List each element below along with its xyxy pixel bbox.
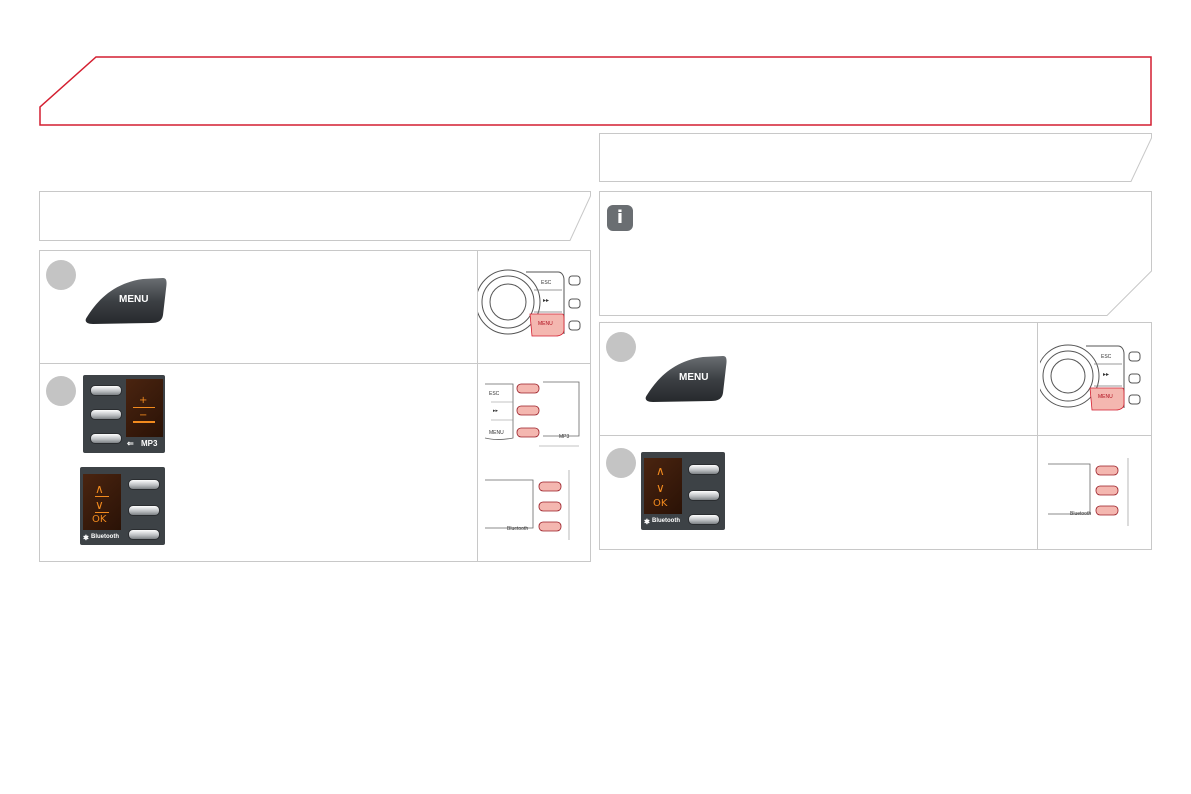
bluetooth-icon: ✱: [83, 535, 89, 542]
mini-ff-label: ▸▸: [493, 408, 499, 414]
navigation-control-panel: ∧ ∨ OK ✱ Bluetooth: [80, 467, 165, 545]
right-up-arrow-icon: ∧: [656, 464, 665, 478]
nav-button-top[interactable]: [128, 479, 160, 490]
menu-button-shape: [85, 278, 167, 324]
panel-button-middle[interactable]: [90, 409, 122, 420]
mini-mp3-label: MP3: [559, 434, 570, 440]
console-drawing: [478, 269, 581, 337]
right-mini-console: Bluetooth: [1046, 458, 1146, 526]
right-console-thumbnail: ESC ▸▸ MENU: [1040, 338, 1150, 416]
down-arrow-icon: ∨: [95, 498, 104, 512]
header-banner: [39, 56, 1152, 126]
panel-button-top[interactable]: [90, 385, 122, 396]
console-menu-label: MENU: [538, 321, 553, 327]
right-console-esc-label: ESC: [1101, 354, 1112, 360]
nav-button-middle[interactable]: [128, 505, 160, 516]
step-1-marker: [46, 260, 76, 290]
mini-menu-label: MENU: [489, 430, 504, 436]
left-section-heading-box: [39, 191, 591, 241]
right-bluetooth-icon: ✱: [644, 519, 650, 526]
console-thumbnail: ESC ▸▸ MENU: [478, 264, 590, 344]
right-nav-screen: ∧ ∨ OK: [644, 458, 682, 514]
right-nav-button-bottom[interactable]: [688, 514, 720, 525]
step-2-marker: [46, 376, 76, 406]
plus-underline: [133, 407, 155, 408]
panel-screen: + −: [126, 379, 163, 437]
minus-label: −: [139, 410, 148, 421]
right-console-drawing: [1040, 344, 1141, 411]
right-section-heading-box: [599, 133, 1152, 182]
info-icon-glyph: i: [616, 207, 624, 228]
right-bluetooth-label: Bluetooth: [652, 518, 680, 524]
console-ff-label: ▸▸: [543, 298, 550, 304]
console-esc-label: ESC: [541, 280, 552, 286]
mini-console-bottom: Bluetooth: [483, 470, 583, 540]
nav-button-bottom[interactable]: [128, 529, 160, 540]
right-nav-button-middle[interactable]: [688, 490, 720, 501]
mini-console-bottom-drawing: [485, 470, 570, 540]
panel-button-bottom[interactable]: [90, 433, 122, 444]
info-icon: i: [607, 205, 633, 231]
ok-label: OK: [92, 514, 107, 525]
right-mini-console-drawing: [1048, 458, 1129, 526]
right-mini-bluetooth-label: Bluetooth: [1070, 511, 1092, 517]
right-nav-button-top[interactable]: [688, 464, 720, 475]
right-menu-button-shape: [645, 356, 727, 402]
right-step-2-marker: [606, 448, 636, 478]
right-down-arrow-icon: ∨: [656, 481, 665, 495]
minus-underline: [133, 421, 155, 423]
right-menu-button[interactable]: MENU: [643, 355, 727, 403]
info-box: [599, 191, 1152, 316]
right-menu-button-label: MENU: [679, 372, 709, 383]
menu-button-label: MENU: [119, 294, 149, 305]
mini-console-top-drawing: [484, 381, 580, 447]
right-console-ff-label: ▸▸: [1103, 372, 1110, 378]
right-step-1-marker: [606, 332, 636, 362]
up-arrow-icon: ∧: [95, 482, 104, 496]
mini-console-top: ESC ▸▸ MENU MP3: [483, 378, 583, 448]
menu-button[interactable]: MENU: [83, 277, 167, 325]
right-console-menu-label: MENU: [1098, 394, 1113, 400]
usb-icon: ⇐: [127, 439, 134, 448]
down-underline: [95, 512, 109, 513]
right-navigation-control-panel: ∧ ∨ OK ✱ Bluetooth: [641, 452, 725, 530]
mini-bluetooth-label: Bluetooth: [507, 526, 529, 532]
mp3-label: MP3: [141, 439, 158, 448]
bluetooth-label: Bluetooth: [91, 534, 119, 540]
volume-control-panel: + − ⇐ MP3: [83, 375, 165, 453]
mini-esc-label: ESC: [489, 391, 500, 397]
nav-screen: ∧ ∨ OK: [83, 474, 121, 530]
up-underline: [95, 496, 109, 497]
plus-label: +: [139, 395, 148, 406]
right-ok-label: OK: [653, 498, 668, 509]
